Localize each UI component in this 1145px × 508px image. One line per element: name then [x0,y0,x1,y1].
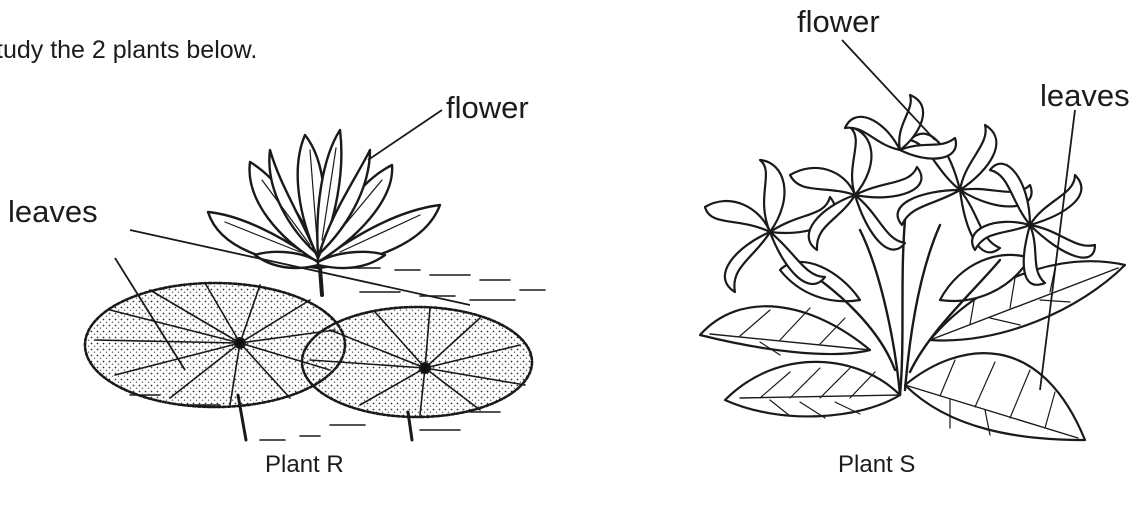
plant-r-leaves-label: leaves [8,196,98,227]
plant-r-flower-label: flower [446,92,529,123]
plant-s-drawing [700,95,1125,440]
plant-s-flowers [705,95,1095,292]
plant-r-drawing [85,130,545,440]
instruction-text: tudy the 2 plants below. [0,38,257,63]
plant-r-caption: Plant R [265,453,344,477]
plant-s-caption: Plant S [838,453,915,477]
plant-r-leaf-right [302,307,532,440]
plant-s-flower-label: flower [797,6,880,37]
plant-r-flower-pointer [368,110,442,160]
plant-s-leaves [700,255,1125,440]
plant-s-leaves-label: leaves [1040,80,1130,111]
plant-r-flower [208,130,440,268]
